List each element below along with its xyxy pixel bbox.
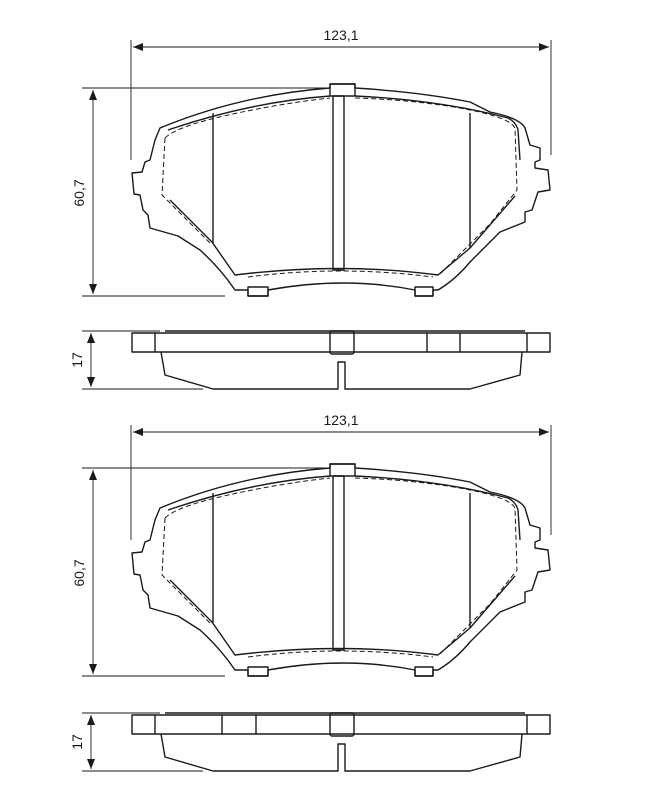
thickness-dimension: 17 [69,734,85,750]
width-dimension: 123,1 [323,27,358,43]
width-dimension: 123,1 [323,412,358,428]
height-dimension: 60,7 [71,559,87,586]
height-dimension: 60,7 [71,179,87,206]
pad-1-front-view: 123,1 60,7 [71,27,552,297]
pad-2-front-view: 123,1 60,7 [71,412,552,677]
thickness-dimension: 17 [69,352,85,368]
pad-2-side-view: 17 [69,712,551,772]
pad-1-side-view: 17 [69,330,551,390]
